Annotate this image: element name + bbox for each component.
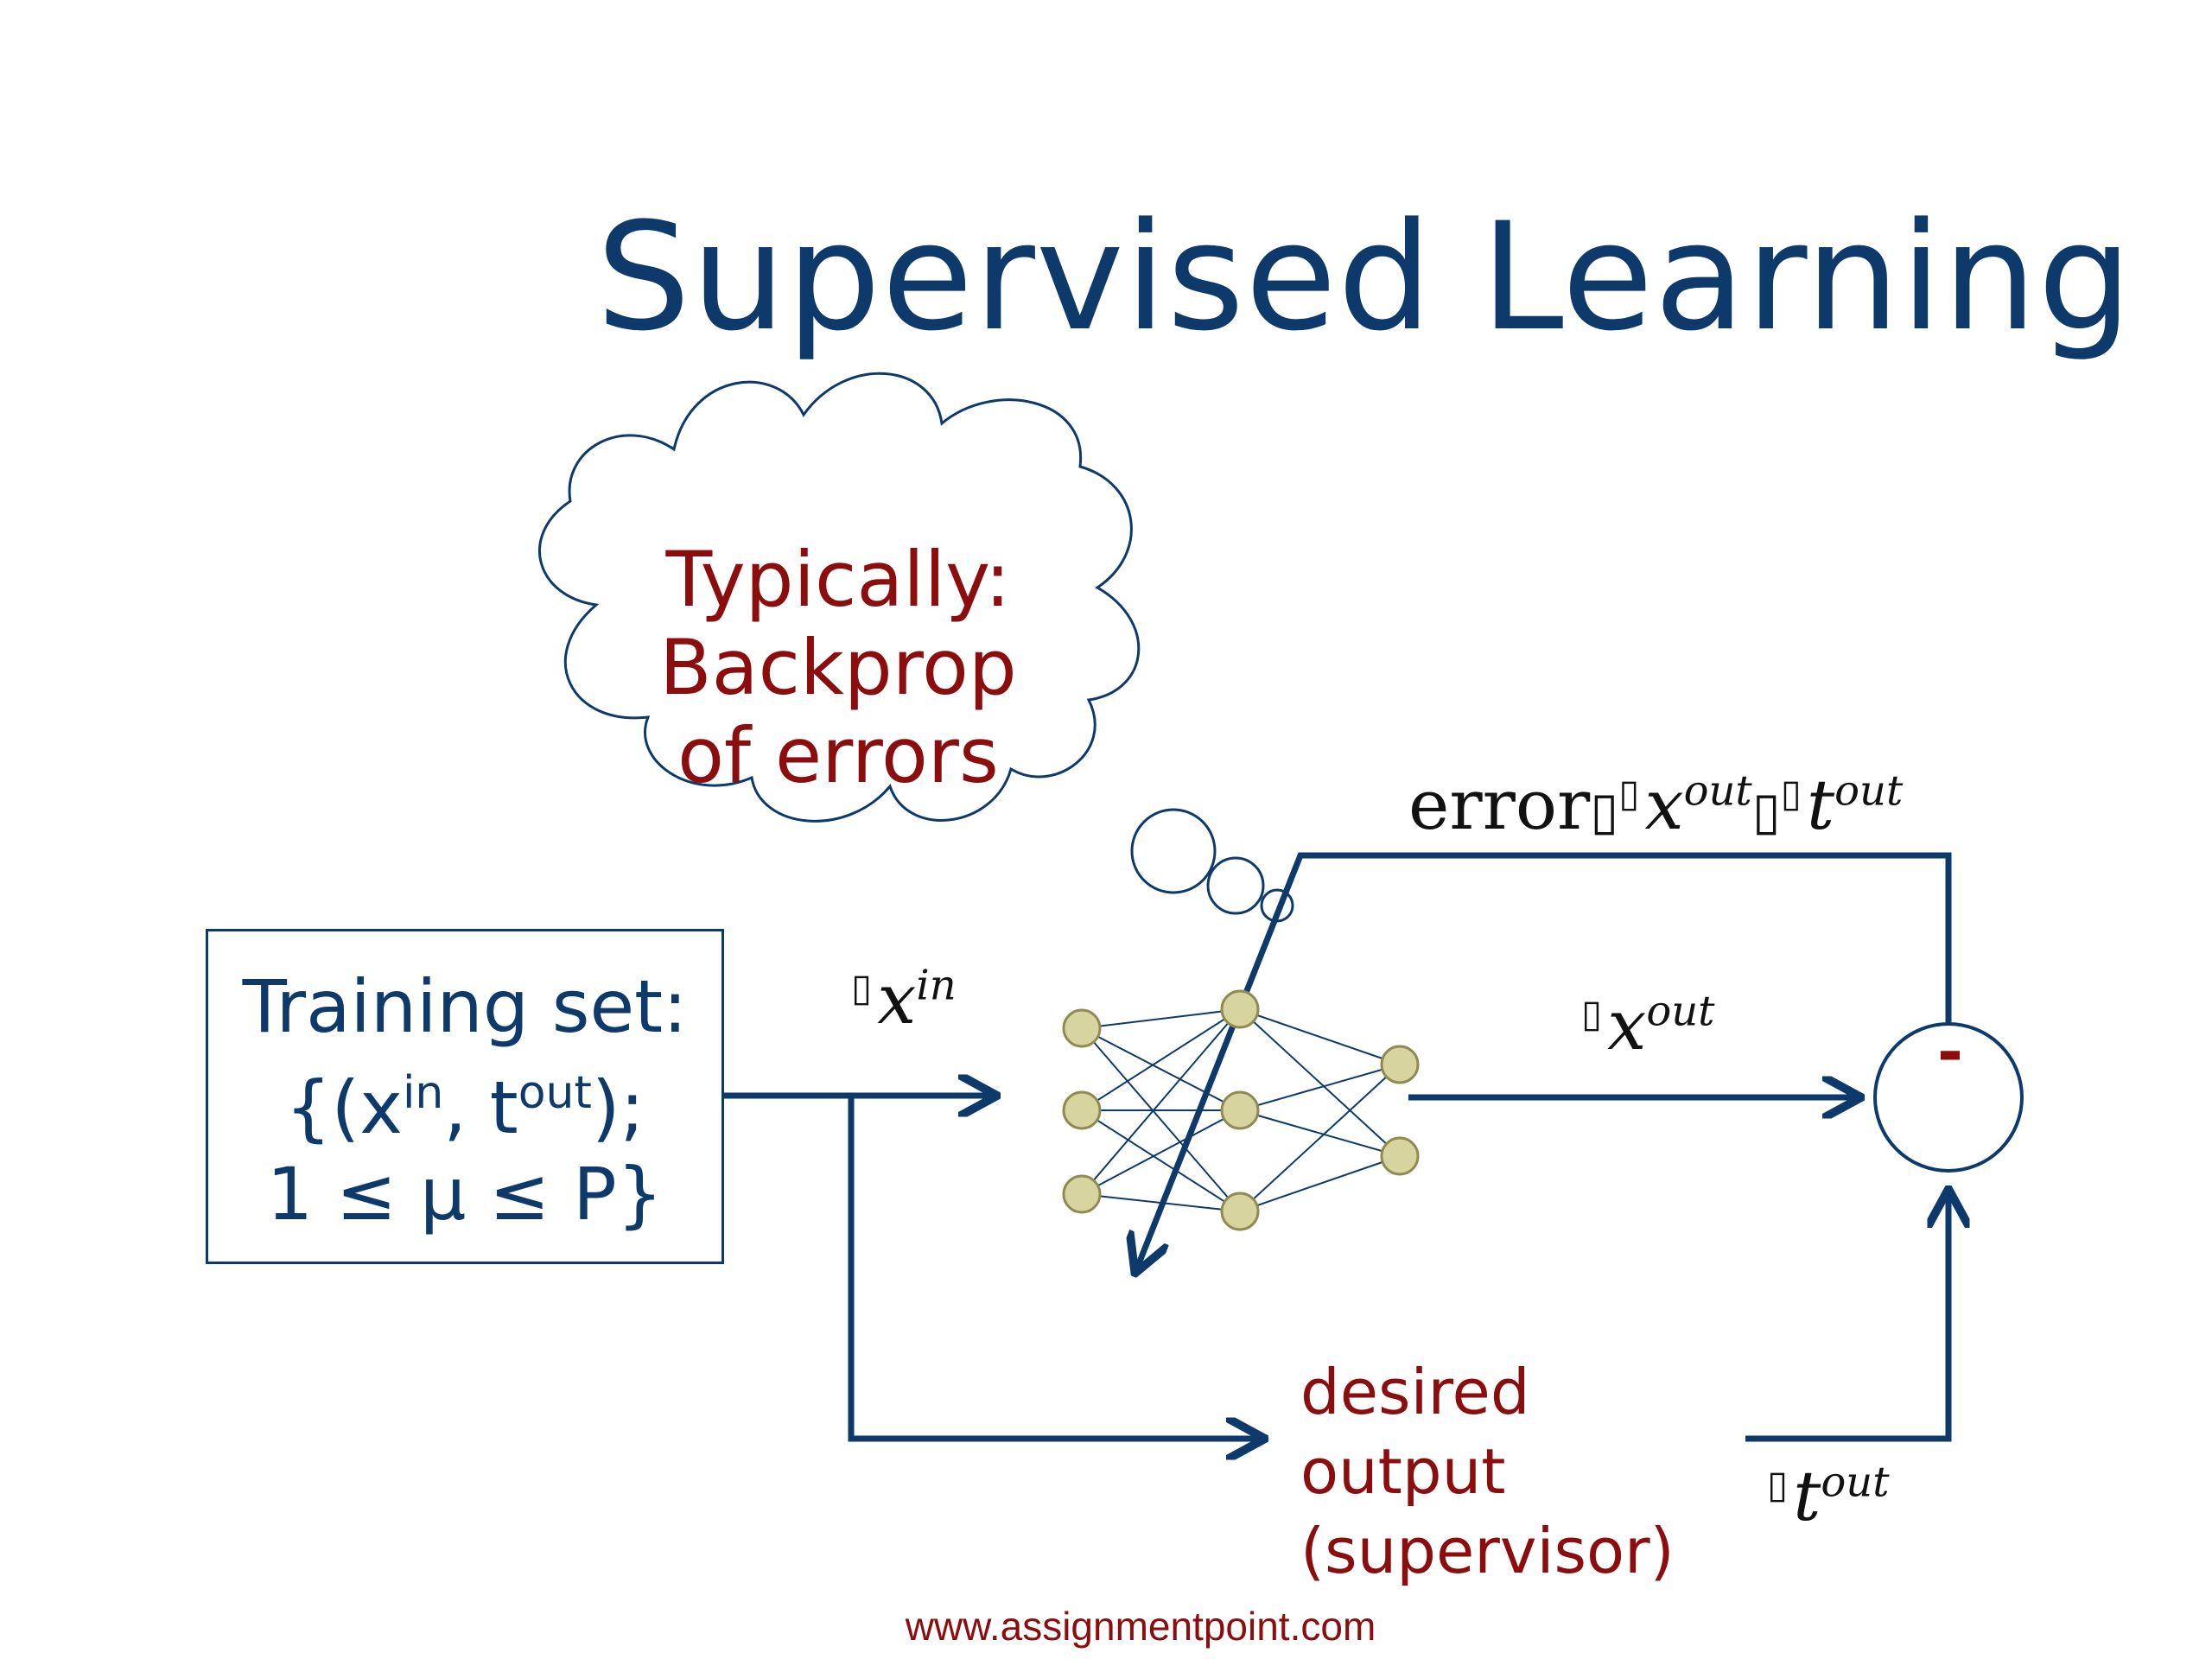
input-label-var: x (877, 959, 917, 1039)
target-label: ▯tout (1767, 1456, 1889, 1536)
thought-bubble-text: Typically: Backprop of errors (639, 536, 1037, 800)
nn-connection (1081, 1027, 1241, 1111)
vector-mark-icon: ▯ (1767, 1462, 1789, 1507)
nn-node-layer-2 (1220, 1192, 1260, 1231)
target-label-var: t (1793, 1456, 1821, 1536)
nn-connection (1081, 1027, 1241, 1212)
nn-node-layer-2 (1220, 989, 1260, 1029)
page-title: Supervised Learning (596, 190, 2133, 364)
input-label: ▯xin (851, 959, 957, 1039)
output-label-sup: out (1646, 987, 1715, 1036)
error-feedback-line (1136, 852, 1952, 1270)
nn-connection (1239, 1008, 1401, 1065)
training-set-text: Training set: {(xin, tout); 1 ≤ μ ≤ P} (206, 963, 724, 1237)
nn-node-layer-1 (1062, 1174, 1102, 1214)
error-x: x (1644, 765, 1684, 845)
nn-connection (1239, 1064, 1401, 1212)
pairs-sep: , (443, 1065, 490, 1150)
nn-connection (1081, 1008, 1241, 1111)
thought-cloud (537, 372, 1141, 823)
pairs-prefix: {( (285, 1065, 360, 1150)
error-t-sup: out (1834, 766, 1904, 816)
comparator-minus: - (1937, 1015, 1963, 1088)
nn-node-layer-1 (1062, 1090, 1102, 1130)
nn-connection (1239, 1064, 1401, 1111)
error-x-sup: out (1683, 766, 1752, 816)
training-set-heading: Training set: (242, 964, 688, 1049)
thought-line-2: Backprop (659, 623, 1017, 712)
vector-mark-icon: ▯ (851, 965, 873, 1010)
training-set-range: 1 ≤ μ ≤ P} (206, 1151, 724, 1237)
desired-line-2: (supervisor) (1300, 1515, 1675, 1587)
error-label: error▯▯xout▯▯tout (1408, 765, 1903, 845)
nn-connection (1081, 1008, 1241, 1029)
thought-bubble-medium (1206, 856, 1265, 915)
input-label-sup: in (916, 961, 957, 1010)
output-label: ▯xout (1581, 985, 1714, 1065)
training-set-pairs: {(xin, tout); (206, 1050, 724, 1151)
nn-node-layer-3 (1380, 1045, 1420, 1084)
nn-connection (1239, 1155, 1401, 1212)
thought-bubble-large (1130, 808, 1217, 894)
range-start: 1 ≤ (266, 1152, 420, 1236)
nn-node-layer-2 (1220, 1090, 1260, 1130)
nn-connection (1081, 1008, 1241, 1195)
pairs-t-sup: out (518, 1067, 592, 1119)
nn-connection (1081, 1109, 1241, 1212)
pairs-suffix: ); (591, 1065, 645, 1150)
thought-line-3: of errors (677, 711, 999, 800)
neural-network (1062, 989, 1420, 1231)
thought-line-1: Typically: (665, 535, 1011, 624)
error-word: error (1408, 765, 1591, 845)
target-label-sup: out (1821, 1458, 1890, 1507)
output-label-var: x (1607, 985, 1647, 1065)
error-t: t (1806, 765, 1835, 845)
vector-mark-icon: ▯ (1618, 771, 1640, 816)
nn-connection (1081, 1109, 1241, 1195)
paren-mark-icon: ▯ (1590, 781, 1619, 842)
range-end: ≤ P} (466, 1152, 664, 1236)
nn-connection (1239, 1008, 1401, 1157)
footer-url: www.assignmentpoint.com (905, 1604, 1376, 1649)
nn-connection (1081, 1193, 1241, 1212)
target-line (1745, 1192, 1948, 1442)
range-mu: μ (419, 1152, 467, 1236)
desired-output-label: desired output (supervisor) (1300, 1352, 1750, 1591)
minus-mark-icon: ▯ (1751, 781, 1781, 842)
supervisor-branch-line (848, 1096, 1262, 1439)
pairs-t: t (489, 1065, 518, 1150)
pairs-x-sup: in (402, 1067, 444, 1119)
nn-node-layer-1 (1062, 1008, 1102, 1048)
nn-connection (1239, 1109, 1401, 1157)
vector-mark-icon: ▯ (1780, 771, 1802, 816)
nn-node-layer-3 (1380, 1136, 1420, 1176)
pairs-x: x (359, 1065, 403, 1150)
vector-mark-icon: ▯ (1581, 991, 1603, 1036)
desired-line-1: desired output (1300, 1356, 1530, 1508)
comparator-circle (1873, 1022, 2024, 1173)
training-set-box (206, 929, 724, 1264)
